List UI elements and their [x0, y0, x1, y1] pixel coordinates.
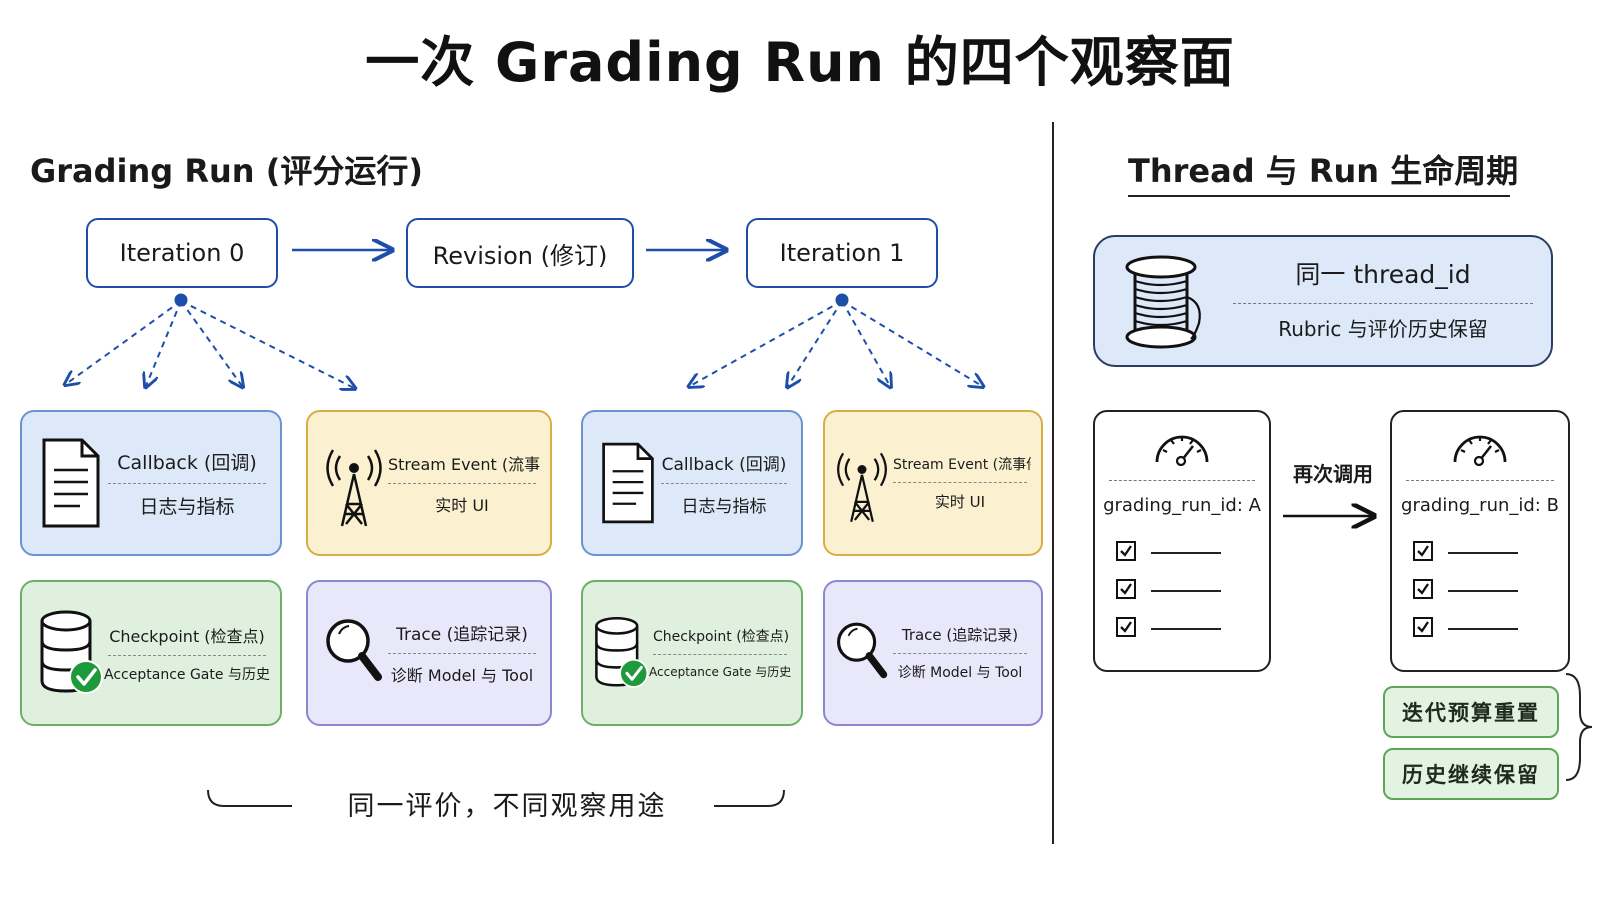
checklist-item — [1095, 610, 1269, 648]
right-section-title: Thread 与 Run 生命周期 — [1128, 152, 1519, 190]
fanout-iteration-1 — [690, 300, 982, 386]
checklist-item — [1095, 534, 1269, 572]
stage-iteration-1: Iteration 1 — [746, 218, 938, 288]
card-subtitle: 诊断 Model 与 Tool — [390, 666, 534, 685]
footer-caption: 同一评价，不同观察用途 — [347, 791, 667, 822]
card-subtitle: 日志与指标 — [681, 496, 767, 517]
checkbox-checked-icon — [1412, 540, 1434, 566]
card-subtitle: 日志与指标 — [139, 495, 235, 518]
grading-run-id-b: grading_run_id: B — [1401, 495, 1559, 516]
magnifier-icon — [835, 607, 889, 699]
footer-bracket — [207, 789, 785, 807]
broadcast-tower-icon — [324, 437, 384, 529]
fanout-node — [174, 293, 188, 307]
stage-revision: Revision (修订) — [406, 218, 634, 288]
run-card-b: grading_run_id: B — [1390, 410, 1570, 672]
card-subtitle: 实时 UI — [934, 493, 986, 511]
right-title-underline — [1128, 195, 1510, 197]
vertical-divider — [1052, 122, 1054, 844]
checklist-item — [1392, 534, 1568, 572]
fanout-iteration-0 — [66, 300, 354, 388]
card-subtitle: Acceptance Gate 与历史 — [104, 666, 270, 683]
gauge-icon — [1392, 412, 1568, 480]
checkbox-checked-icon — [1115, 578, 1137, 604]
grading-run-id-a: grading_run_id: A — [1103, 495, 1261, 516]
note-label: 迭代预算重置 — [1402, 701, 1540, 725]
checklist-item — [1392, 572, 1568, 610]
card-subtitle: 诊断 Model 与 Tool — [897, 665, 1023, 681]
stage-label: Iteration 0 — [119, 239, 245, 267]
checklist-item — [1392, 610, 1568, 648]
trace-card: Trace (追踪记录) 诊断 Model 与 Tool — [306, 580, 552, 726]
callback-card: Callback (回调) 日志与指标 — [581, 410, 803, 556]
run-card-a: grading_run_id: A — [1093, 410, 1271, 672]
card-title: Checkpoint (检查点) — [108, 623, 266, 656]
broadcast-tower-icon — [835, 437, 889, 529]
card-title: Stream Event (流事件) — [388, 451, 540, 484]
stream-event-card: Stream Event (流事件) 实时 UI — [306, 410, 552, 556]
card-title: Stream Event (流事件) — [893, 454, 1031, 483]
trace-card: Trace (追踪记录) 诊断 Model 与 Tool — [823, 580, 1043, 726]
notes-brace — [1565, 673, 1593, 781]
checklist-item — [1095, 572, 1269, 610]
checkbox-checked-icon — [1412, 616, 1434, 642]
note-label: 历史继续保留 — [1402, 763, 1540, 787]
card-title: Checkpoint (检查点) — [653, 626, 789, 655]
card-title: Callback (回调) — [108, 448, 266, 484]
card-subtitle: Acceptance Gate 与历史 — [649, 665, 791, 679]
checkpoint-card: Checkpoint (检查点) Acceptance Gate 与历史 — [20, 580, 282, 726]
database-check-icon — [593, 607, 649, 699]
document-icon — [38, 437, 104, 529]
checkbox-checked-icon — [1412, 578, 1434, 604]
stage-label: Revision (修订) — [432, 241, 608, 270]
fanout-node — [835, 293, 849, 307]
left-section-title: Grading Run (评分运行) — [30, 152, 423, 190]
note-history-kept: 历史继续保留 — [1383, 748, 1559, 800]
document-icon — [599, 437, 657, 529]
card-title: Trace (追踪记录) — [893, 624, 1027, 654]
checkbox-checked-icon — [1115, 540, 1137, 566]
thread-id-title: 同一 thread_id — [1233, 255, 1533, 304]
card-title: Callback (回调) — [661, 450, 787, 484]
stage-label: Iteration 1 — [779, 239, 905, 267]
database-check-icon — [38, 607, 104, 699]
card-subtitle: 实时 UI — [435, 495, 489, 515]
gauge-icon — [1095, 412, 1269, 480]
magnifier-icon — [324, 607, 384, 699]
card-title: Trace (追踪记录) — [388, 620, 536, 654]
checkbox-checked-icon — [1115, 616, 1137, 642]
thread-spool-icon — [1121, 253, 1207, 355]
stream-event-card: Stream Event (流事件) 实时 UI — [823, 410, 1043, 556]
rerun-label: 再次调用 — [1293, 462, 1373, 486]
thread-id-subtitle: Rubric 与评价历史保留 — [1278, 317, 1488, 341]
stage-iteration-0: Iteration 0 — [86, 218, 278, 288]
page-title: 一次 Grading Run 的四个观察面 — [365, 31, 1235, 94]
callback-card: Callback (回调) 日志与指标 — [20, 410, 282, 556]
note-budget-reset: 迭代预算重置 — [1383, 686, 1559, 738]
thread-panel: 同一 thread_id Rubric 与评价历史保留 — [1093, 235, 1553, 367]
checkpoint-card: Checkpoint (检查点) Acceptance Gate 与历史 — [581, 580, 803, 726]
